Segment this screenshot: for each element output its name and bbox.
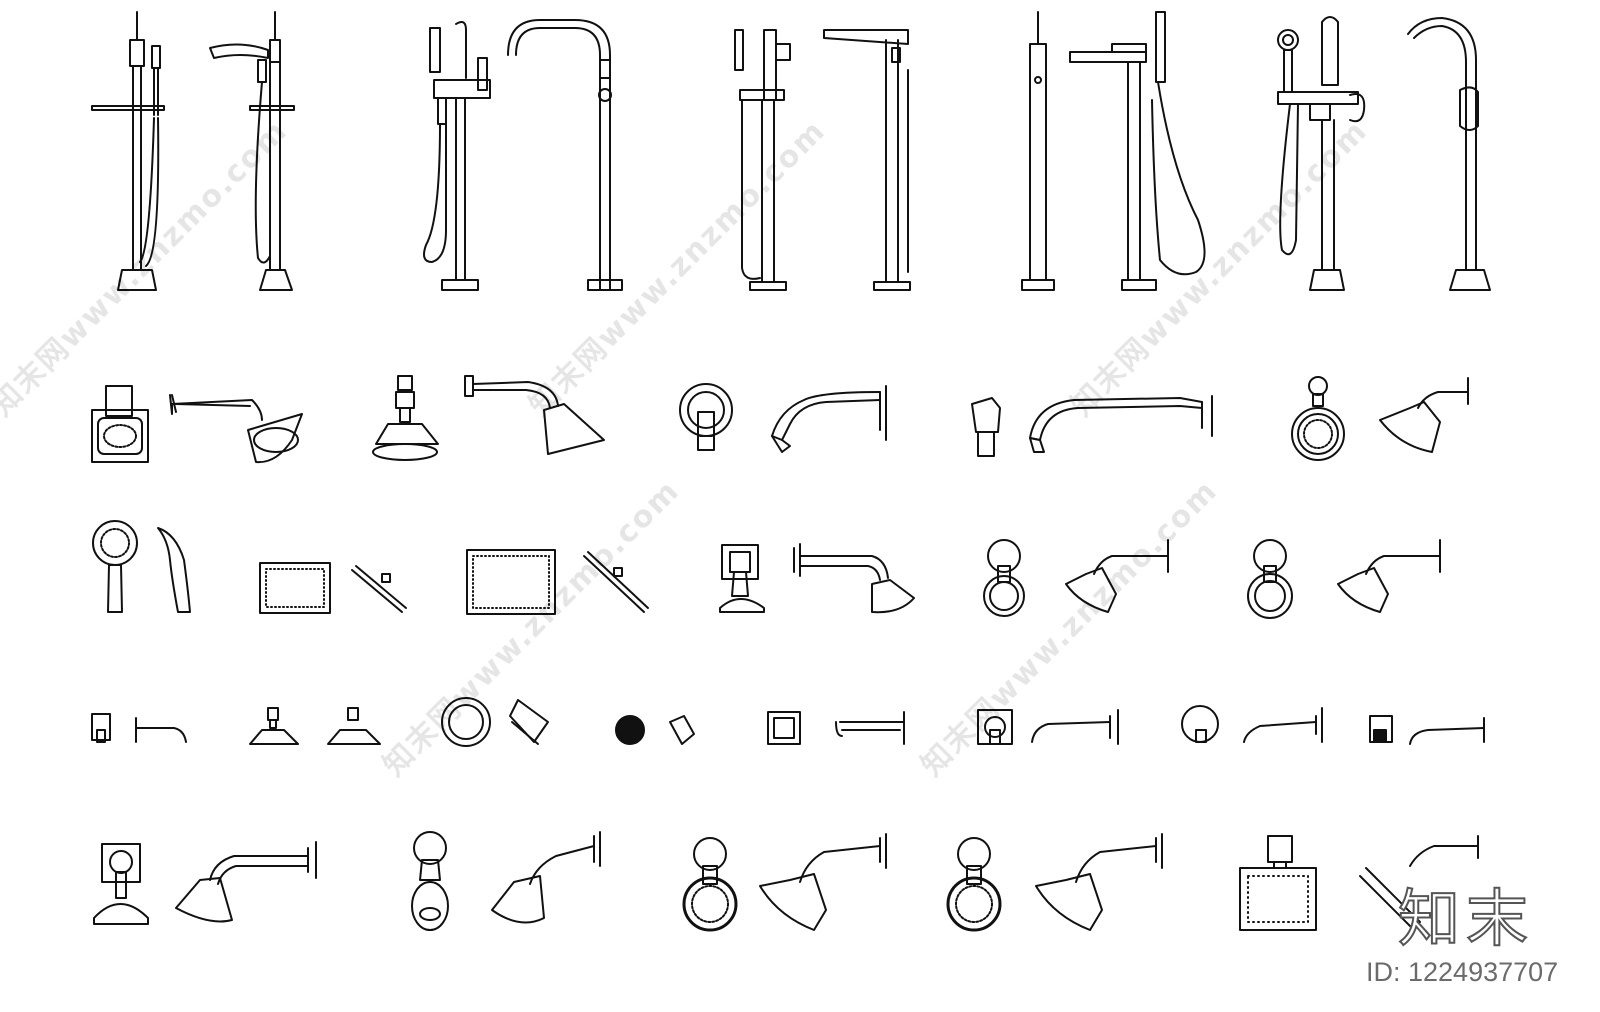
freestanding-tub-filler-5 bbox=[1277, 16, 1491, 291]
shower-head-set-8 bbox=[1247, 539, 1441, 619]
trim-set-5 bbox=[1369, 715, 1485, 745]
rain-head-large bbox=[466, 549, 649, 615]
freestanding-tub-filler-3 bbox=[734, 29, 911, 291]
shower-head-set-3 bbox=[679, 383, 887, 453]
rain-head-square bbox=[1239, 835, 1479, 931]
freestanding-tub-filler-1 bbox=[91, 11, 295, 291]
shower-head-set-11 bbox=[682, 833, 887, 932]
shower-head-mini bbox=[615, 715, 695, 745]
freestanding-tub-filler-4 bbox=[1021, 11, 1206, 291]
shower-head-set-2 bbox=[372, 375, 605, 461]
trim-set-4 bbox=[1181, 705, 1323, 743]
shower-head-set-4 bbox=[971, 395, 1213, 457]
shower-head-set-12 bbox=[946, 833, 1163, 932]
trim-set-1 bbox=[91, 713, 187, 743]
trim-set-3 bbox=[977, 709, 1119, 745]
shower-head-set-1 bbox=[91, 385, 303, 464]
shower-head-set-6 bbox=[719, 543, 915, 614]
shower-head-set-7 bbox=[983, 539, 1169, 617]
shower-head-set-9 bbox=[93, 841, 317, 925]
shower-head-set-5 bbox=[1291, 376, 1469, 461]
image-id-label: ID: 1224937707 bbox=[1366, 957, 1559, 987]
hand-shower bbox=[92, 520, 191, 613]
shower-head-round bbox=[441, 697, 549, 747]
freestanding-tub-filler-2 bbox=[423, 19, 623, 291]
trim-set-2 bbox=[767, 711, 905, 745]
rain-head-small bbox=[259, 562, 407, 614]
shower-head-bell bbox=[249, 707, 381, 745]
shower-head-set-10 bbox=[411, 831, 601, 931]
brand-logo: 知末 bbox=[1397, 881, 1535, 956]
